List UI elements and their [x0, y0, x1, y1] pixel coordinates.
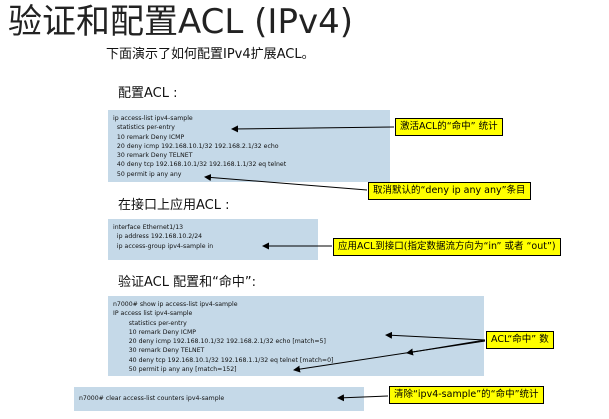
code-line: IP access list ipv4-sample	[113, 310, 193, 318]
code-line: n7000# show ip access-list ipv4-sample	[113, 301, 238, 308]
code-line: 50 permit ip any any	[113, 170, 182, 178]
page-title: 验证和配置ACL (IPv4)	[8, 2, 353, 42]
code-line: 30 remark Deny TELNET	[113, 152, 193, 160]
code-line: n7000# clear access-list counters ipv4-s…	[79, 395, 225, 402]
verify-code-block: n7000# show ip access-list ipv4-sample I…	[108, 296, 484, 376]
code-line: 30 remark Deny TELNET	[113, 347, 205, 355]
callout-apply-interface: 应用ACL到接口(指定数据流方向为“in” 或者 “out”)	[333, 238, 561, 256]
code-line: 20 deny icmp 192.168.10.1/32 192.168.2.1…	[113, 338, 326, 346]
code-line: 40 deny tcp 192.168.10.1/32 192.168.1.1/…	[113, 161, 287, 169]
callout-hit-count: ACL“命中” 数	[486, 331, 554, 349]
arrow-hit-count-1	[385, 331, 486, 341]
clear-code-block: n7000# clear access-list counters ipv4-s…	[74, 387, 364, 411]
code-line: interface Ethernet1/13	[113, 224, 184, 231]
code-line: 10 remark Deny ICMP	[113, 133, 185, 141]
callout-clear-counters: 清除“ipv4-sample”的“命中”统计	[389, 386, 544, 404]
code-line: 10 remark Deny ICMP	[113, 328, 197, 336]
code-line: 40 deny tcp 192.168.10.1/32 192.168.1.1/…	[113, 356, 334, 364]
arrow-clear-counters	[337, 394, 389, 402]
apply-code-block: interface Ethernet1/13 ip address 192.16…	[108, 219, 318, 260]
code-line: ip access-list ipv4-sample	[113, 115, 193, 122]
config-heading: 配置ACL :	[118, 86, 178, 101]
callout-deny-default: 取消默认的“deny ip any any”条目	[368, 182, 531, 200]
config-code-block: ip access-list ipv4-sample statistics pe…	[108, 110, 390, 182]
code-line: ip address 192.168.10.2/24	[113, 233, 203, 241]
page-subtitle: 下面演示了如何配置IPv4扩展ACL。	[106, 47, 315, 62]
code-line: 50 permit ip any any [match=152]	[113, 366, 237, 374]
code-line: ip access-group ipv4-sample in	[113, 242, 214, 250]
code-line: 20 deny icmp 192.168.10.1/32 192.168.2.1…	[113, 142, 279, 150]
callout-statistics: 激活ACL的“命中” 统计	[395, 118, 503, 136]
code-line: statistics per-entry	[113, 124, 175, 132]
arrow-deny-default	[204, 173, 368, 191]
apply-heading: 在接口上应用ACL :	[118, 198, 230, 213]
code-line: statistics per-entry	[113, 319, 187, 327]
arrow-statistics	[231, 125, 395, 133]
verify-heading: 验证ACL 配置和“命中”:	[118, 275, 256, 290]
arrow-hit-count-3	[293, 340, 486, 373]
